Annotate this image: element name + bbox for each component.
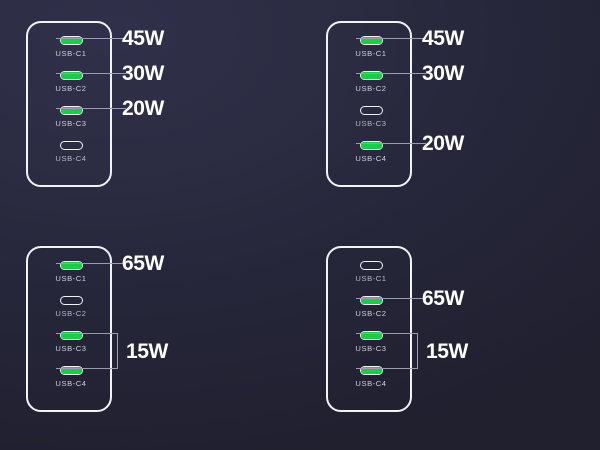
port-label: USB-C3 bbox=[355, 119, 387, 128]
port-label: USB-C4 bbox=[355, 379, 387, 388]
usb-c-port-icon[interactable] bbox=[359, 106, 383, 115]
charger-panel-top-right: USB-C1 USB-C2 USB-C3 USB-C4 45W 30W 20W bbox=[300, 0, 600, 225]
port-row-usb-c2[interactable]: USB-C2 bbox=[28, 71, 114, 101]
leader-line-20w bbox=[56, 108, 126, 109]
port-row-usb-c4[interactable]: USB-C4 bbox=[28, 141, 114, 171]
usb-c-port-icon[interactable] bbox=[359, 36, 383, 45]
leader-line-30w bbox=[56, 73, 126, 74]
leader-line-30w bbox=[356, 73, 426, 74]
usb-c-port-icon[interactable] bbox=[59, 71, 83, 80]
leader-line-45w bbox=[356, 38, 426, 39]
wattage-label: 30W bbox=[122, 62, 164, 85]
leader-line-45w bbox=[56, 38, 126, 39]
usb-c-port-icon[interactable] bbox=[359, 296, 383, 305]
wattage-label: 45W bbox=[122, 27, 164, 50]
port-label: USB-C3 bbox=[355, 344, 387, 353]
wattage-label: 15W bbox=[426, 340, 468, 363]
port-row-usb-c1[interactable]: USB-C1 bbox=[28, 261, 114, 291]
port-label: USB-C1 bbox=[355, 49, 387, 58]
bracket-shared-15w bbox=[56, 333, 118, 369]
charger-panel-bottom-left: USB-C1 USB-C2 USB-C3 USB-C4 65W 15W bbox=[0, 225, 300, 450]
wattage-label: 65W bbox=[122, 252, 164, 275]
port-label: USB-C1 bbox=[355, 274, 387, 283]
leader-line-65w bbox=[56, 263, 126, 264]
port-label: USB-C3 bbox=[55, 119, 87, 128]
usb-c-port-icon[interactable] bbox=[359, 71, 383, 80]
port-label: USB-C1 bbox=[55, 274, 87, 283]
port-label: USB-C2 bbox=[355, 84, 387, 93]
usb-c-port-icon[interactable] bbox=[59, 331, 83, 340]
usb-c-port-icon[interactable] bbox=[359, 331, 383, 340]
usb-c-port-icon[interactable] bbox=[359, 141, 383, 150]
port-row-usb-c3[interactable]: USB-C3 bbox=[328, 106, 414, 136]
usb-c-port-icon[interactable] bbox=[59, 106, 83, 115]
port-row-usb-c2[interactable]: USB-C2 bbox=[328, 296, 414, 326]
port-row-usb-c1[interactable]: USB-C1 bbox=[28, 36, 114, 66]
port-row-usb-c2[interactable]: USB-C2 bbox=[28, 296, 114, 326]
port-row-usb-c2[interactable]: USB-C2 bbox=[328, 71, 414, 101]
usb-c-port-icon[interactable] bbox=[59, 36, 83, 45]
port-label: USB-C4 bbox=[55, 379, 87, 388]
charger-panel-bottom-right: USB-C1 USB-C2 USB-C3 USB-C4 65W 15W bbox=[300, 225, 600, 450]
wattage-label: 20W bbox=[122, 97, 164, 120]
port-row-usb-c3[interactable]: USB-C3 bbox=[28, 106, 114, 136]
port-row-usb-c4[interactable]: USB-C4 bbox=[328, 366, 414, 396]
leader-line-20w bbox=[356, 143, 426, 144]
charger-body: USB-C1 USB-C2 USB-C3 USB-C4 bbox=[26, 21, 112, 187]
bracket-shared-15w bbox=[356, 333, 418, 369]
wattage-label: 65W bbox=[422, 287, 464, 310]
port-label: USB-C4 bbox=[55, 154, 87, 163]
port-row-usb-c3[interactable]: USB-C3 bbox=[328, 331, 414, 361]
charger-panel-top-left: USB-C1 USB-C2 USB-C3 USB-C4 45W 30W 20W bbox=[0, 0, 300, 225]
usb-c-port-icon[interactable] bbox=[59, 141, 83, 150]
port-row-usb-c4[interactable]: USB-C4 bbox=[328, 141, 414, 171]
port-row-usb-c3[interactable]: USB-C3 bbox=[28, 331, 114, 361]
wattage-label: 45W bbox=[422, 27, 464, 50]
charger-body: USB-C1 USB-C2 USB-C3 USB-C4 bbox=[326, 21, 412, 187]
port-row-usb-c4[interactable]: USB-C4 bbox=[28, 366, 114, 396]
leader-line-65w bbox=[356, 298, 426, 299]
usb-c-port-icon[interactable] bbox=[59, 366, 83, 375]
port-label: USB-C3 bbox=[55, 344, 87, 353]
port-row-usb-c1[interactable]: USB-C1 bbox=[328, 36, 414, 66]
port-row-usb-c1[interactable]: USB-C1 bbox=[328, 261, 414, 291]
usb-c-port-icon[interactable] bbox=[359, 261, 383, 270]
wattage-label: 15W bbox=[126, 340, 168, 363]
port-label: USB-C1 bbox=[55, 49, 87, 58]
usb-c-port-icon[interactable] bbox=[59, 261, 83, 270]
port-label: USB-C4 bbox=[355, 154, 387, 163]
wattage-label: 20W bbox=[422, 132, 464, 155]
usb-c-port-icon[interactable] bbox=[359, 366, 383, 375]
port-label: USB-C2 bbox=[55, 84, 87, 93]
port-label: USB-C2 bbox=[355, 309, 387, 318]
port-label: USB-C2 bbox=[55, 309, 87, 318]
charger-body: USB-C1 USB-C2 USB-C3 USB-C4 bbox=[326, 246, 412, 412]
usb-c-port-icon[interactable] bbox=[59, 296, 83, 305]
charger-body: USB-C1 USB-C2 USB-C3 USB-C4 bbox=[26, 246, 112, 412]
wattage-label: 30W bbox=[422, 62, 464, 85]
